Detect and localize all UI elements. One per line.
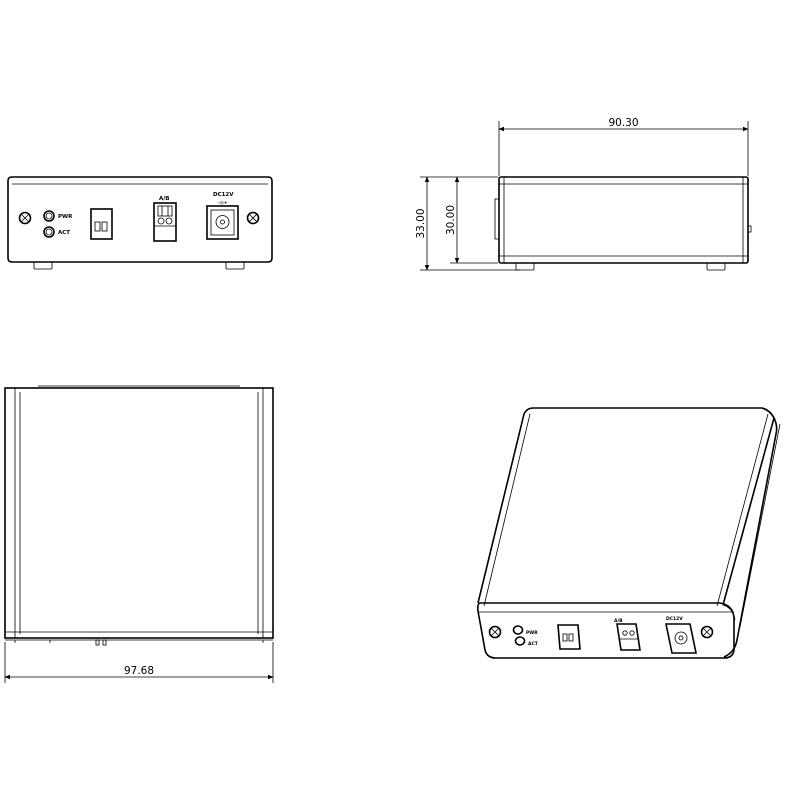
screw-icon bbox=[246, 211, 260, 225]
dimension-top-width: 97.68 bbox=[124, 665, 154, 677]
led-icon bbox=[512, 625, 526, 646]
terminal-block-icon bbox=[616, 623, 641, 651]
dip-switch-icon bbox=[557, 624, 581, 650]
dimension-side-length: 90.30 bbox=[608, 117, 638, 129]
dc-jack-icon bbox=[206, 205, 239, 240]
iso-pwr-label: PWR bbox=[526, 630, 538, 636]
pwr-label: PWR bbox=[58, 214, 73, 220]
dimension-body-height: 30.00 bbox=[445, 205, 457, 235]
screw-icon bbox=[488, 625, 502, 639]
dc12v-label: DC12V bbox=[213, 192, 234, 198]
dc-jack-icon bbox=[665, 623, 697, 654]
terminal-block-icon bbox=[153, 202, 177, 242]
iso-ab-label: A/B bbox=[614, 618, 623, 624]
front-view: PWR ACT A/B DC12V -◎+ bbox=[7, 176, 273, 270]
iso-act-label: ACT bbox=[528, 641, 539, 647]
ab-label: A/B bbox=[159, 196, 169, 202]
led-icon bbox=[43, 210, 55, 222]
dip-switch-icon bbox=[90, 208, 113, 240]
screw-icon bbox=[700, 625, 714, 639]
screw-icon bbox=[18, 211, 32, 225]
top-view: 97.68 bbox=[4, 385, 274, 683]
side-view: 90.30 33.00 30.00 bbox=[415, 117, 752, 271]
led-icon bbox=[43, 226, 55, 238]
isometric-view: PWR ACT A/B DC12V bbox=[476, 407, 781, 659]
act-label: ACT bbox=[58, 230, 70, 236]
dimension-total-height: 33.00 bbox=[415, 208, 427, 238]
dc-polarity-mark: -◎+ bbox=[218, 200, 228, 206]
iso-dc12v-label: DC12V bbox=[666, 616, 683, 622]
